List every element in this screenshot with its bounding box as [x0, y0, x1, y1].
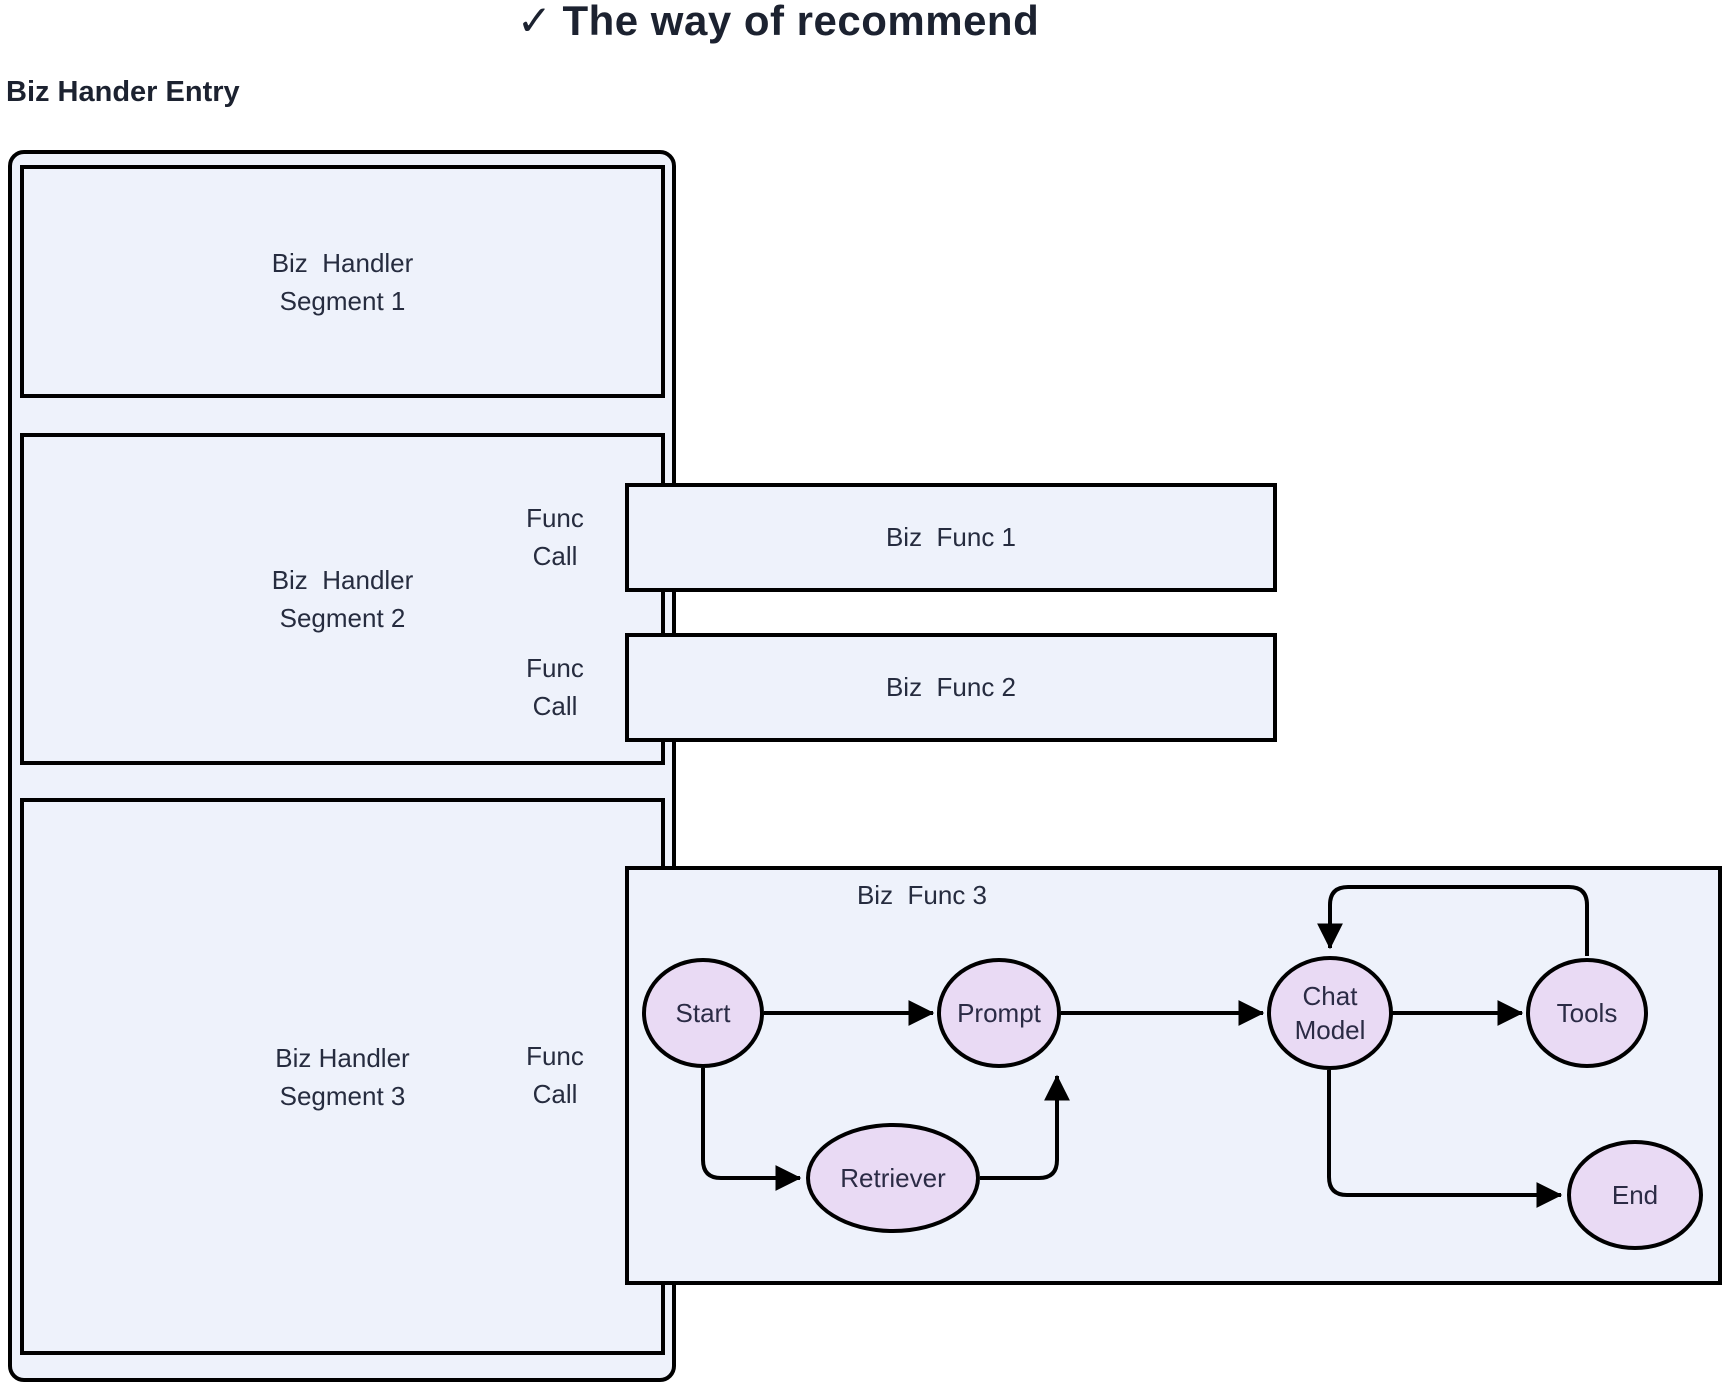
- biz-func-2-box: Biz Func 2: [625, 633, 1277, 742]
- segment-1-line-1: Biz Handler: [271, 247, 414, 278]
- func-call-2-line-2: Call: [532, 691, 578, 721]
- biz-func-1-label: Biz Func 1: [885, 522, 1017, 552]
- chat-model-label-line-2: Model: [1294, 1015, 1366, 1045]
- func-call-label-1: Func Call: [490, 499, 620, 575]
- biz-func-3-box: Biz Func 3: [625, 866, 1722, 1285]
- segment-2-line-1: Biz Handler: [271, 565, 414, 595]
- func-call-3-line-2: Call: [532, 1079, 578, 1109]
- segment-3-line-2: Segment 3: [279, 1080, 406, 1111]
- retriever-label: Retriever: [840, 1163, 946, 1193]
- flow-node-prompt: Prompt: [937, 958, 1061, 1068]
- biz-func-2-label: Biz Func 2: [885, 672, 1017, 702]
- biz-handler-entry-label: Biz Hander Entry: [6, 76, 240, 108]
- flow-node-tools: Tools: [1526, 958, 1648, 1068]
- func-call-3-line-1: Func: [526, 1041, 584, 1071]
- flow-node-retriever: Retriever: [806, 1123, 980, 1233]
- chat-model-label-line-1: Chat: [1302, 981, 1358, 1011]
- page-title-text: The way of recommend: [562, 0, 1040, 44]
- tools-label: Tools: [1556, 998, 1618, 1028]
- check-icon: ✓: [516, 0, 553, 44]
- flow-node-start: Start: [642, 958, 764, 1068]
- biz-func-1-box: Biz Func 1: [625, 483, 1277, 592]
- segment-2-line-2: Segment 2: [279, 603, 406, 633]
- func-call-label-3: Func Call: [490, 1037, 620, 1113]
- func-call-1-line-2: Call: [532, 541, 578, 571]
- func-call-1-line-1: Func: [526, 503, 584, 533]
- biz-handler-segment-2: Biz Handler Segment 2: [20, 433, 665, 765]
- segment-3-line-1: Biz Handler: [275, 1042, 410, 1073]
- start-label: Start: [675, 998, 731, 1028]
- biz-func-3-label: Biz Func 3: [856, 880, 988, 910]
- flow-node-chat-model: Chat Model: [1267, 956, 1393, 1070]
- segment-1-line-2: Segment 1: [279, 285, 406, 316]
- func-call-2-line-1: Func: [526, 653, 584, 683]
- prompt-label: Prompt: [957, 998, 1041, 1028]
- page-title: ✓The way of recommend: [0, 0, 1556, 45]
- flow-node-end: End: [1567, 1140, 1703, 1250]
- end-label: End: [1611, 1180, 1659, 1210]
- func-call-label-2: Func Call: [490, 649, 620, 725]
- biz-handler-segment-1: Biz Handler Segment 1: [20, 165, 665, 398]
